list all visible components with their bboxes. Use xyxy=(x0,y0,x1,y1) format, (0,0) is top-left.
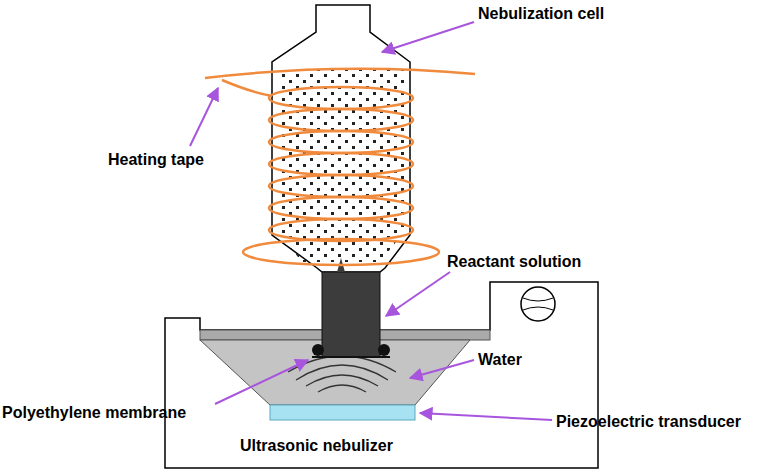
heating-tape xyxy=(205,69,475,265)
leader-arrows xyxy=(190,22,552,420)
part-label: Heating tape xyxy=(108,150,204,169)
device-label: Ultrasonic nebulizer xyxy=(240,436,393,455)
nebulizer-housing xyxy=(165,282,598,468)
part-label: Reactant solution xyxy=(447,252,581,271)
o-ring xyxy=(378,344,390,356)
control-knob xyxy=(521,287,555,321)
part-label: Polyethylene membrane xyxy=(2,403,186,422)
piezoelectric-transducer xyxy=(270,405,415,420)
polyethylene-membrane xyxy=(312,356,390,358)
part-label: Nebulization cell xyxy=(478,4,604,23)
o-ring xyxy=(312,344,324,356)
reactant-solution xyxy=(322,272,380,357)
knob-mark xyxy=(523,298,553,310)
part-label: Water xyxy=(478,350,522,369)
part-label: Piezoelectric transducer xyxy=(556,412,741,431)
